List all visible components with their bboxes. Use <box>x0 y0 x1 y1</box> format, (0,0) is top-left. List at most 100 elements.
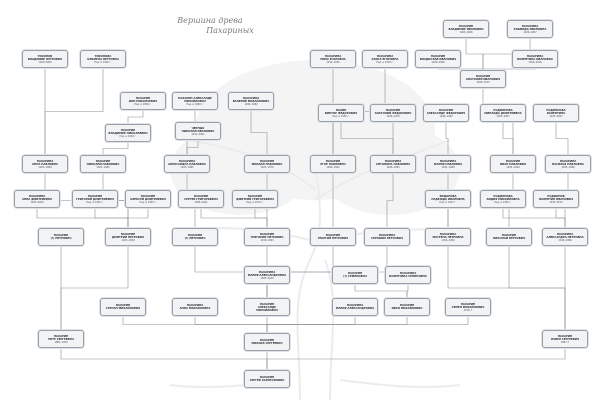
connector-line <box>502 122 514 155</box>
person-card[interactable]: ПАХАРИН (?) СЕМЕНОВИЧ <box>332 266 378 284</box>
person-name: ПАХАРИН МИХАИЛ ПАВЛОВИЧ <box>251 159 283 166</box>
person-name: ПАХАРИН ИВАН МИХАЙЛОВИЧ <box>391 304 423 310</box>
person-name: ПАХАРИНА ВАЛЕНТИНА ИВАНОВНА <box>517 54 553 61</box>
person-dates: Род. в 1946 г. <box>94 60 112 64</box>
person-card[interactable]: ПАХАРИНА МАРИЯ АЛЕКСАНДРОВНА <box>332 298 378 316</box>
person-card[interactable]: ПАХАРИН СТЕПАН МИХАЙЛОВИЧ <box>100 298 146 316</box>
person-name: ПАХАРИНА ВАЛЕНТИНА СЕМЕНОВНА <box>389 272 427 278</box>
person-name: ПАХАРИНА РАИСА ЕГОРОВНА <box>371 54 399 61</box>
person-card[interactable]: ПАХАРИНА ВАЛЕНТИНА СЕМЕНОВНА <box>385 266 431 284</box>
person-dates: 1921–1983 <box>96 165 110 169</box>
tree-title: Вершина древа Пахариных <box>140 16 280 48</box>
person-card[interactable]: ПАХАРИН НИКОЛАЙ ПЕТРОВИЧ <box>486 228 532 246</box>
person-name: ПАХАРИНА АЛЕКСАНДРА ПАВЛОВНА <box>168 159 206 166</box>
person-dates: 1929–2016 <box>528 60 542 64</box>
person-card[interactable]: ПАХАРИН (?) ПЕТРОВИЧ <box>38 228 84 246</box>
person-dates: 1944–1982 <box>244 102 258 106</box>
person-card[interactable]: ПАХАРИН АЛЕКСАНДР МИХАЙЛОВИЧ <box>244 298 290 316</box>
person-dates: Род. в 1846 г. <box>186 102 204 106</box>
person-dates: 1925–1999 <box>38 165 52 169</box>
person-name: РОДИОНОВА ЛИДИЯ МИХАЙЛОВНА <box>486 194 520 201</box>
person-card[interactable]: ПАХАРИНА АННА МИХАЙЛОВНА <box>172 298 218 316</box>
connector-line <box>508 246 566 330</box>
person-card[interactable]: ПАХАРИН ИВАН МИХАЙЛОВИЧ <box>384 298 430 316</box>
connector-line <box>445 122 449 155</box>
person-name: ПАХАРИНА АННА ПАВЛОВНА <box>32 159 58 166</box>
person-name: ПАХАРИН ЕГОР ПАВЛОВИЧ <box>320 159 346 166</box>
person-card[interactable]: ПАХАРИН (?) ПЕТРОВИЧ <box>172 228 218 246</box>
person-dates: 1976–? <box>463 308 473 312</box>
person-name: РОДИОНОВА МИНАИДА ДМИТРИЕВНА <box>484 108 522 115</box>
person-dates: Род. в 1949 г. <box>119 134 137 138</box>
connector-line <box>127 208 149 228</box>
person-card[interactable]: ПАХАРИН СЕРГЕЙ ХАРИТОНОВИЧ <box>244 370 290 388</box>
person-name: ПАХАРИНА СЕРАФИМ ПЕТРОВИЧ <box>371 234 403 240</box>
connector-line <box>194 316 268 333</box>
person-card[interactable]: ПАХАРИНА СЕРАФИМ ПЕТРОВИЧ <box>364 228 410 246</box>
person-name: ПАХАРИН (?) ПЕТРОВИЧ <box>50 234 72 240</box>
person-card[interactable]: ПАХАРИН ГЕОРГИЙ ПЕТРОВИЧ <box>310 228 356 246</box>
person-dates: 1931–1968 <box>441 165 455 169</box>
person-name: ПАХАРИН АНАТОЛИЙ ИВАНОВИЧ <box>465 74 501 81</box>
person-name: ПАХАРИНА МАРИЯ АЛЕКСАНДРОВНА <box>335 304 375 310</box>
connector-line <box>102 142 129 155</box>
connector-line <box>555 122 569 155</box>
connector-line <box>482 38 531 70</box>
person-dates: 1935–1996 <box>561 165 575 169</box>
person-dates: 1939–2006 <box>431 60 445 64</box>
connector-line <box>340 122 394 155</box>
person-dates: 1946–1992 <box>439 114 453 118</box>
connector-line <box>386 173 394 228</box>
person-card[interactable]: ПАХАРИН МИХАИЛ СЕРГЕЕВИЧ <box>244 333 290 351</box>
person-dates: 1943–2006 <box>459 30 473 34</box>
person-name: ПАХАРИН ИВАН ПАВЛОВИЧ <box>500 159 526 166</box>
connector-line <box>60 246 129 330</box>
person-dates: 1946–1970 <box>386 114 400 118</box>
